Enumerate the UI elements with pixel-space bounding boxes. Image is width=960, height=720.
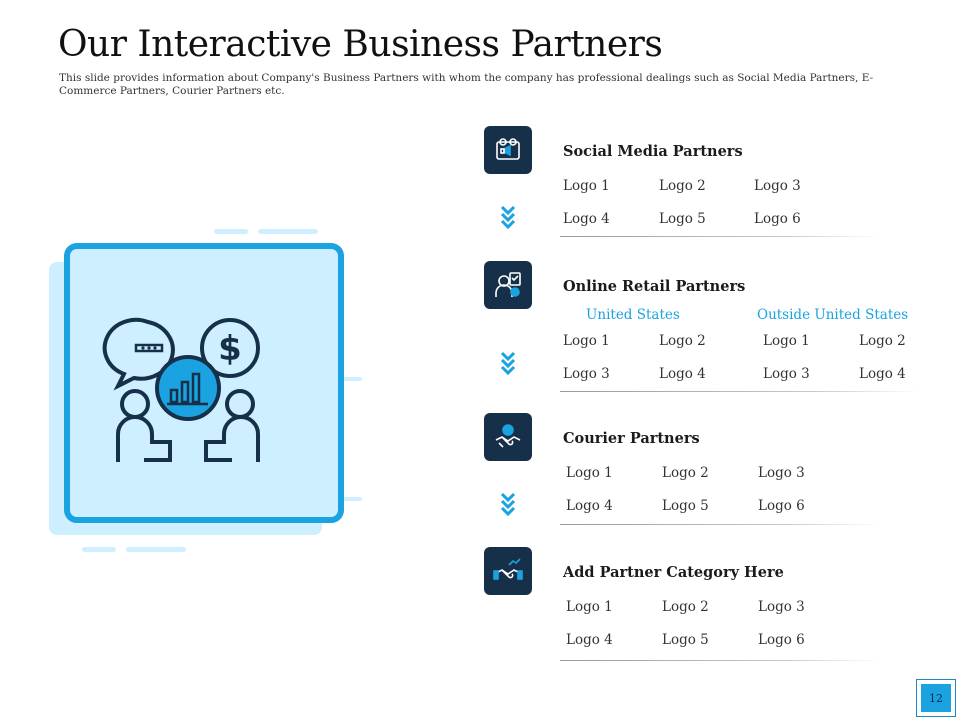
logo-placeholder: Logo 5 <box>659 211 706 227</box>
logo-placeholder: Logo 3 <box>563 366 610 382</box>
person-right-icon <box>204 389 260 462</box>
courier-handshake-icon <box>484 413 532 461</box>
region-label-outside-us: Outside United States <box>757 307 909 323</box>
logo-placeholder: Logo 4 <box>659 366 706 382</box>
logo-placeholder: Logo 3 <box>758 599 805 615</box>
logo-placeholder: Logo 2 <box>859 333 906 349</box>
logo-placeholder: Logo 5 <box>662 632 709 648</box>
social-media-icon <box>484 126 532 174</box>
logo-placeholder: Logo 1 <box>763 333 810 349</box>
logo-placeholder: Logo 3 <box>754 178 801 194</box>
dollar-coin-icon: $ <box>200 318 260 378</box>
online-retail-icon <box>484 261 532 309</box>
logo-placeholder: Logo 4 <box>859 366 906 382</box>
logo-placeholder: Logo 6 <box>758 632 805 648</box>
logo-placeholder: Logo 4 <box>563 211 610 227</box>
chevron-down-icon <box>500 351 516 376</box>
logo-placeholder: Logo 5 <box>662 498 709 514</box>
category-title: Online Retail Partners <box>563 278 746 295</box>
chat-bubble-icon <box>102 317 175 391</box>
logo-placeholder: Logo 1 <box>563 178 610 194</box>
category-title: Social Media Partners <box>563 143 743 160</box>
divider <box>560 660 880 661</box>
logo-placeholder: Logo 6 <box>758 498 805 514</box>
logo-placeholder: Logo 3 <box>758 465 805 481</box>
slide-subtitle: This slide provides information about Co… <box>59 72 874 97</box>
region-label-us: United States <box>586 307 680 323</box>
bar-chart-icon <box>155 355 221 421</box>
logo-placeholder: Logo 2 <box>662 599 709 615</box>
logo-placeholder: Logo 2 <box>662 465 709 481</box>
chevron-down-icon <box>500 492 516 517</box>
partnership-handshake-icon <box>484 547 532 595</box>
logo-placeholder: Logo 2 <box>659 178 706 194</box>
svg-text:$: $ <box>218 329 242 369</box>
divider <box>560 391 920 392</box>
divider <box>560 524 880 525</box>
logo-placeholder: Logo 4 <box>566 632 613 648</box>
logo-placeholder: Logo 4 <box>566 498 613 514</box>
chevron-down-icon <box>500 205 516 230</box>
logo-placeholder: Logo 1 <box>563 333 610 349</box>
category-title: Courier Partners <box>563 430 700 447</box>
slide-title: Our Interactive Business Partners <box>58 24 663 65</box>
person-left-icon <box>116 389 172 462</box>
logo-placeholder: Logo 1 <box>566 465 613 481</box>
logo-placeholder: Logo 3 <box>763 366 810 382</box>
logo-placeholder: Logo 2 <box>659 333 706 349</box>
page-number: 12 <box>921 684 951 712</box>
divider <box>560 236 880 237</box>
page-number-box: 12 <box>916 679 956 717</box>
category-title: Add Partner Category Here <box>563 564 784 581</box>
business-meeting-illustration: $ <box>40 220 380 560</box>
logo-placeholder: Logo 6 <box>754 211 801 227</box>
logo-placeholder: Logo 1 <box>566 599 613 615</box>
